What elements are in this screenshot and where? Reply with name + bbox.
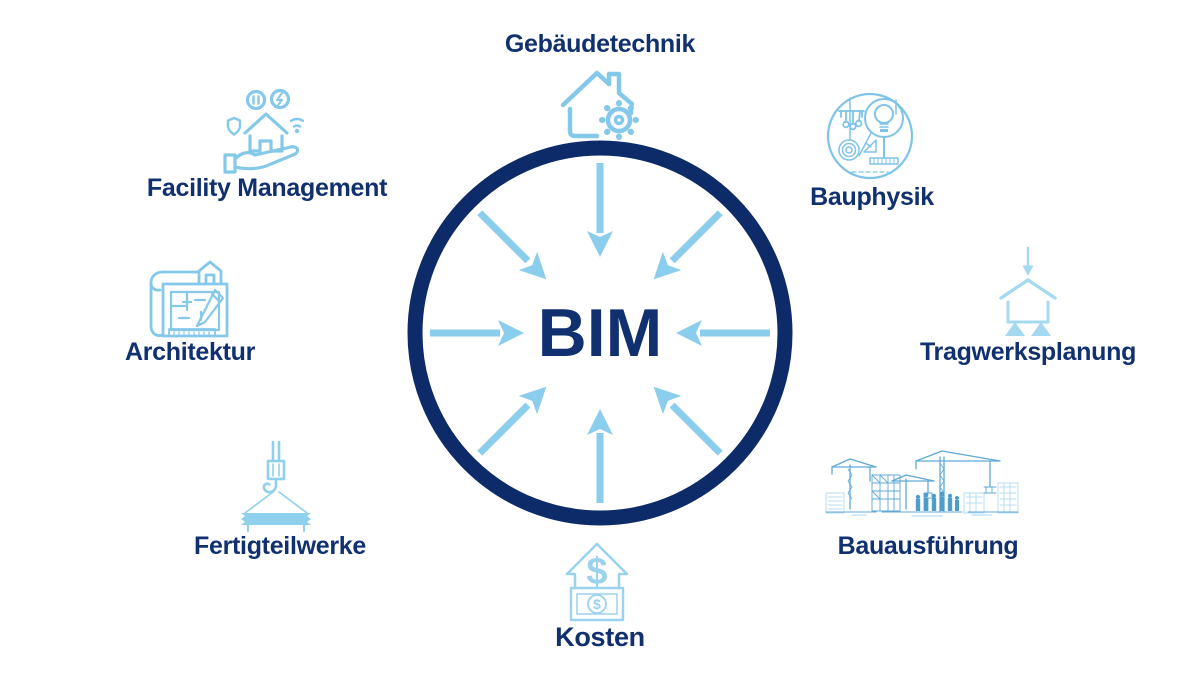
house-money-icon: $ $ — [555, 532, 639, 632]
label-bauphysik: Bauphysik — [810, 183, 934, 211]
scaffolding-icon — [871, 474, 901, 512]
arrow-bottom-icon — [587, 409, 613, 503]
arrow-top-right-icon — [653, 210, 723, 280]
label-architektur: Architektur — [124, 338, 256, 366]
lightbulb-icon — [864, 98, 904, 165]
shield-icon — [226, 116, 242, 136]
crane-center-icon — [915, 450, 1001, 512]
physics-lightbulb-icon — [824, 88, 916, 180]
inward-arrows — [430, 163, 770, 503]
support-triangle-left — [1005, 322, 1025, 336]
label-bauausfuehrung: Bauausführung — [837, 532, 1019, 560]
load-arrow-icon — [1022, 246, 1034, 276]
dollar-sign: $ — [586, 551, 607, 593]
pencil-icon — [195, 288, 225, 328]
label-kosten: Kosten — [555, 622, 645, 652]
label-tragwerksplanung: Tragwerksplanung — [919, 338, 1137, 366]
lightning-badge-icon — [269, 88, 291, 110]
construction-site-icon — [822, 449, 1022, 529]
banknote-icon: $ — [569, 586, 625, 622]
structural-support-icon — [983, 246, 1073, 346]
bim-center-label: BIM — [537, 295, 663, 371]
blueprint-icon — [143, 260, 233, 346]
workers-icon — [915, 491, 959, 511]
svg-text:$: $ — [593, 596, 601, 612]
arrow-top-icon — [587, 163, 613, 257]
concrete-slab — [241, 513, 311, 525]
arrow-top-left-icon — [477, 210, 547, 280]
bim-circle-graphic — [407, 140, 793, 526]
pendulum-icon — [838, 110, 865, 131]
scroll-icon — [149, 270, 229, 338]
spiral-icon — [838, 139, 860, 161]
arrow-right-icon — [676, 320, 770, 346]
label-fertigteilwerke: Fertigteilwerke — [194, 532, 366, 560]
angle-tool-icon — [863, 139, 877, 153]
crane-left-icon — [831, 458, 877, 510]
arrow-bottom-right-icon — [653, 386, 723, 456]
bim-circle — [407, 140, 793, 526]
house-icon — [565, 542, 629, 590]
support-triangle-right — [1031, 322, 1051, 336]
label-gebaeudetechnik: Gebäudetechnik — [504, 30, 696, 58]
house-icon — [243, 112, 289, 153]
label-facility-management: Facility Management — [146, 174, 388, 202]
wifi-icon — [289, 117, 305, 134]
arrow-bottom-left-icon — [477, 386, 547, 456]
crane-hook-icon — [231, 441, 321, 537]
house-icon — [197, 260, 223, 286]
gear-icon — [599, 100, 639, 140]
ruler-icon — [168, 328, 216, 337]
hand-house-icon — [222, 88, 306, 176]
hand-icon — [223, 145, 300, 174]
arrow-left-icon — [430, 320, 524, 346]
pause-badge-icon — [245, 89, 267, 111]
house-gear-icon — [557, 62, 645, 140]
